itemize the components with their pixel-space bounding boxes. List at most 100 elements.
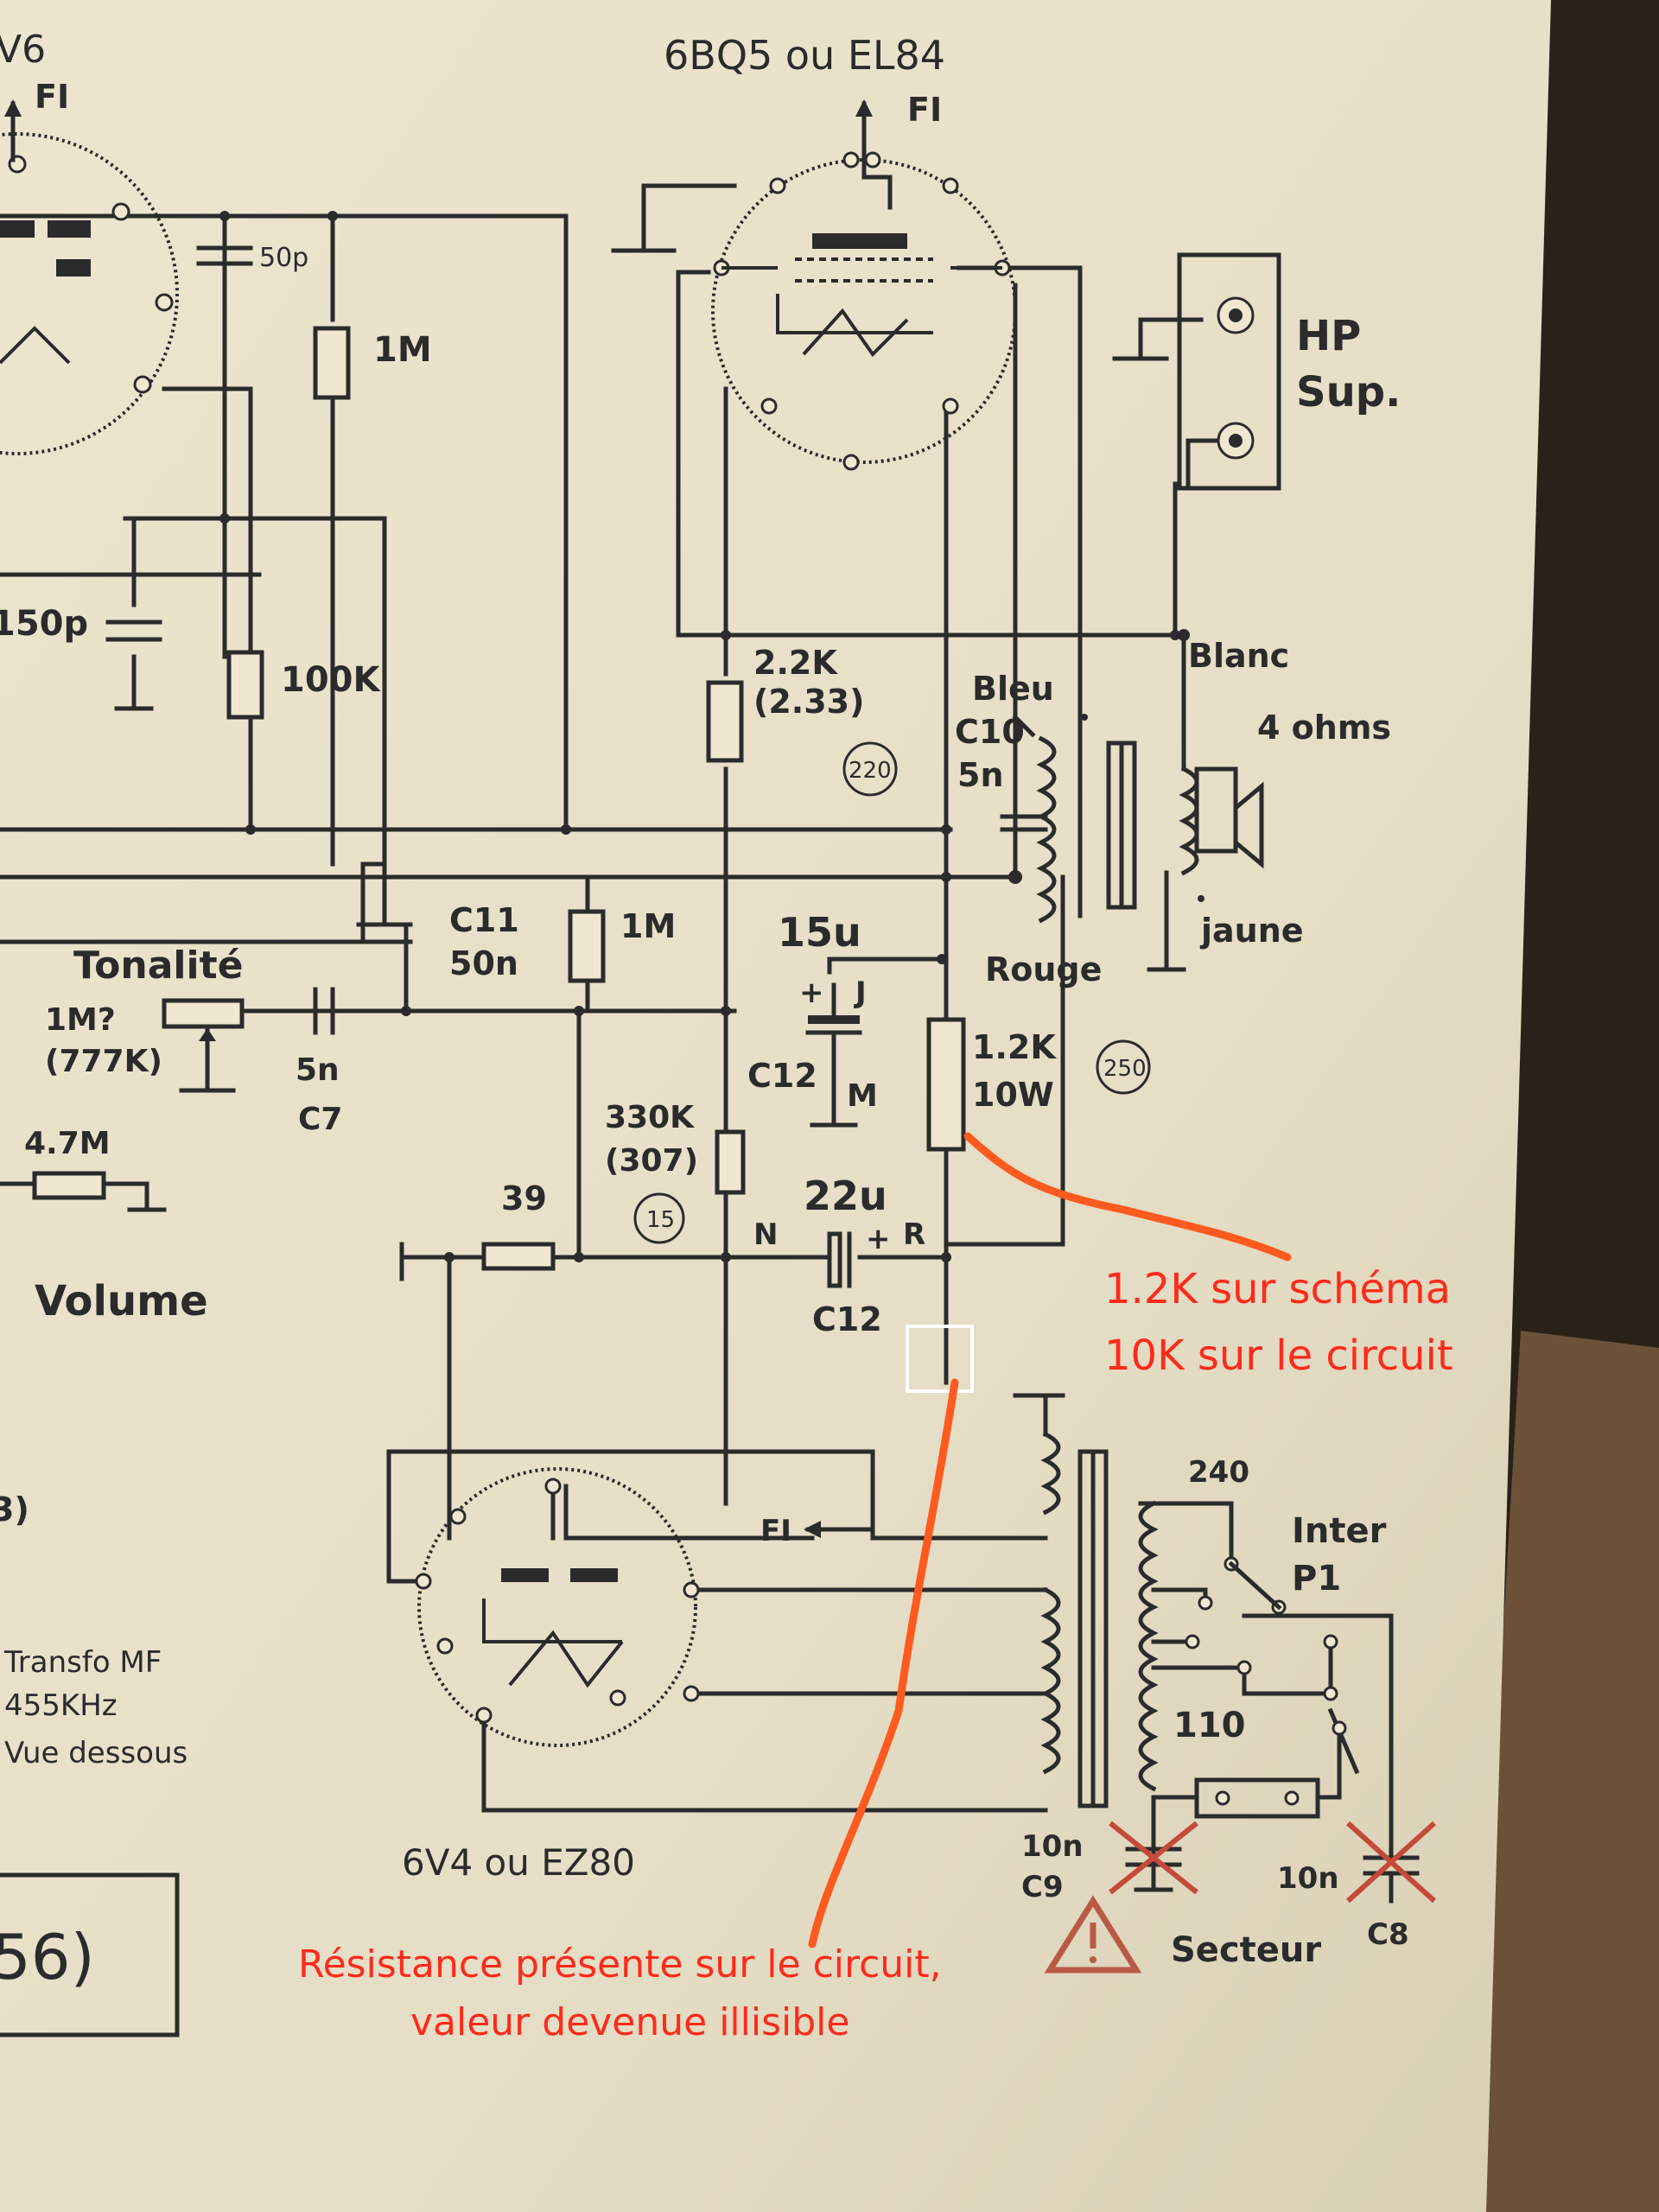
label-c12a-j: J (854, 976, 867, 1010)
label-r-1-2k: 1.2K (972, 1028, 1057, 1066)
label-tube-rectifier: 6V4 ou EZ80 (402, 1841, 635, 1884)
label-inter: Inter (1292, 1511, 1387, 1551)
hp-sup-connector (1177, 252, 1281, 491)
label-c12a-value: 15u (778, 909, 861, 956)
annotation-note1-line1: 1.2K sur schéma (1104, 1265, 1451, 1313)
label-c9-value: 10n (1021, 1829, 1084, 1864)
fuse (1194, 1777, 1320, 1819)
label-c11: C11 (449, 901, 519, 939)
label-c12a-m: M (847, 1078, 878, 1114)
annotation-note1-line2: 10K sur le circuit (1104, 1332, 1453, 1380)
label-tube-v6: V6 (0, 28, 46, 72)
loudspeaker (1178, 629, 1264, 902)
label-c8: C8 (1367, 1917, 1409, 1952)
annotation-arrow-2 (808, 1378, 959, 1948)
label-jaune: jaune (1199, 912, 1304, 950)
label-secteur: Secteur (1171, 1930, 1321, 1970)
annotation-note2-line2: valeur devenue illisible (410, 2000, 849, 2044)
resistor-2-2k (706, 680, 744, 763)
label-blanc: Blanc (1188, 637, 1289, 675)
resistor-4-7m (32, 1171, 106, 1200)
label-v-15: 15 (646, 1207, 675, 1233)
resistor-1-2k-10w (926, 1017, 966, 1152)
label-v-240: 240 (1188, 1455, 1249, 1490)
fi-arrow (804, 1521, 875, 1538)
tube-6bq5 (711, 99, 1017, 471)
label-v-250: 250 (1103, 1056, 1147, 1082)
label-r-1m-mid: 1M (620, 907, 676, 945)
label-fi-rectifier: FI (760, 1514, 791, 1548)
labels: V6 FI 6BQ5 ou EL84 FI 50p 1M 150p 100K 2… (0, 28, 1409, 1993)
annotation-arrow-1 (963, 1132, 1292, 1262)
label-volume: Volume (35, 1277, 208, 1325)
label-r-1m-top: 1M (373, 330, 432, 370)
label-c7: C7 (298, 1102, 342, 1137)
power-transformer (1040, 1431, 1347, 1808)
label-c10-value: 5n (957, 756, 1004, 794)
label-r-330k: 330K (605, 1100, 695, 1135)
resistor-1m-mid (568, 909, 606, 983)
annotation-note2-line1: Résistance présente sur le circuit, (298, 1942, 942, 1986)
label-r-330k-measured: (307) (605, 1143, 698, 1179)
output-transformer (1000, 714, 1137, 924)
junction-dots (219, 211, 1180, 1262)
label-hp-sup: Sup. (1296, 368, 1401, 416)
capacitor-c12-22u (827, 1231, 852, 1288)
label-v-110: 110 (1173, 1706, 1246, 1745)
label-mf-line1: Transfo MF (3, 1645, 162, 1680)
label-left-fragment: 3) (0, 1491, 29, 1529)
label-fi-output: FI (907, 91, 942, 129)
label-inter-p1: P1 (1292, 1559, 1341, 1599)
capacitor-c9-crossed (1109, 1821, 1198, 1895)
table-surface (1469, 1331, 1659, 2212)
label-pot-tone-measured: (777K) (45, 1044, 162, 1079)
voltage-circle-15 (633, 1192, 685, 1244)
label-r-2-2k-measured: (2.33) (753, 683, 865, 721)
label-hp: HP (1296, 312, 1361, 360)
capacitor-150p (105, 620, 162, 642)
capacitor-c12-15u (805, 982, 862, 1052)
label-c12a: C12 (747, 1057, 817, 1095)
warning-icon (1044, 1895, 1142, 1974)
resistor-100k (226, 650, 264, 720)
resistor-1m-top (313, 326, 351, 400)
label-r-39: 39 (501, 1179, 547, 1217)
label-fi-left: FI (35, 78, 69, 116)
highlight-box (906, 1325, 974, 1393)
label-c8-value: 10n (1277, 1861, 1339, 1896)
label-impedance: 4 ohms (1257, 709, 1391, 747)
capacitor-c7 (313, 987, 335, 1035)
tube-v6-fragment (0, 99, 179, 455)
potentiometer-tonalite (162, 998, 245, 1048)
paper-sheet (0, 0, 1551, 2212)
label-rouge: Rouge (985, 950, 1102, 988)
label-c10-color: Bleu (972, 670, 1054, 708)
title-box-fragment (0, 1872, 180, 2037)
label-tonalite: Tonalité (73, 944, 243, 988)
label-tube-output: 6BQ5 ou EL84 (664, 32, 945, 79)
label-pot-tone: 1M? (45, 1002, 116, 1038)
label-c12a-plus: + (799, 976, 824, 1010)
label-r-1-2k-power: 10W (972, 1076, 1054, 1114)
label-c12b-value: 22u (804, 1173, 887, 1219)
label-c12b: C12 (812, 1300, 882, 1338)
label-v-220: 220 (849, 758, 892, 784)
label-c11-value: 50n (449, 944, 518, 982)
label-c-50p: 50p (259, 243, 308, 273)
capacitor-c8-crossed (1345, 1821, 1437, 1904)
label-r-4-7m: 4.7M (24, 1126, 111, 1161)
voltage-circle-220 (842, 741, 898, 797)
label-c7-value: 5n (296, 1052, 340, 1088)
label-c10: C10 (955, 713, 1025, 751)
annotations: 1.2K sur schéma 10K sur le circuit Résis… (298, 1132, 1453, 2044)
resistor-39 (481, 1242, 556, 1271)
label-box-fragment: 56) (0, 1921, 95, 1993)
label-c12b-plus: + (866, 1222, 891, 1256)
label-r-100k: 100K (281, 660, 381, 700)
capacitor-c11 (356, 896, 413, 1014)
label-c12b-r: R (903, 1217, 925, 1252)
label-r-2-2k: 2.2K (753, 644, 838, 682)
capacitor-50p (196, 245, 253, 266)
label-mf-line3: Vue dessous (4, 1736, 188, 1770)
